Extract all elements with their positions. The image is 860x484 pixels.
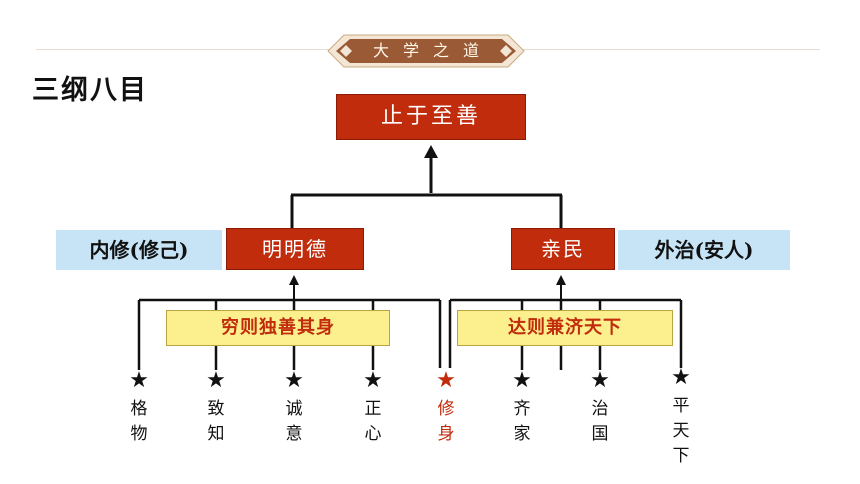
item-label: 修身 [437, 399, 455, 444]
right-band: 达则兼济天下 [457, 310, 673, 346]
item-label: 平天下 [672, 396, 690, 466]
item-1: ★ 致知 [201, 370, 231, 447]
badge-text: 大学之道 [372, 41, 493, 60]
item-6: ★ 治国 [585, 370, 615, 447]
header-badge: 大学之道 [326, 33, 526, 69]
item-label: 致知 [207, 399, 225, 444]
mid-right-box: 亲民 [511, 228, 615, 270]
star-icon: ★ [436, 368, 456, 393]
star-icon: ★ [284, 368, 304, 393]
item-label: 诚意 [285, 399, 303, 444]
item-0: ★ 格物 [124, 370, 154, 447]
star-icon: ★ [129, 368, 149, 393]
right-side-label: 外治(安人) [618, 230, 790, 270]
item-7: ★ 平天下 [666, 367, 696, 469]
left-band: 穷则独善其身 [166, 310, 390, 346]
item-label: 齐家 [513, 399, 531, 444]
item-2: ★ 诚意 [279, 370, 309, 447]
item-4: ★ 修身 [431, 370, 461, 447]
star-icon: ★ [590, 368, 610, 393]
top-goal-box: 止于至善 [336, 94, 526, 140]
badge-shape [327, 34, 525, 68]
star-icon: ★ [671, 365, 691, 390]
item-label: 治国 [591, 399, 609, 444]
star-icon: ★ [512, 368, 532, 393]
item-5: ★ 齐家 [507, 370, 537, 447]
star-icon: ★ [363, 368, 383, 393]
item-label: 正心 [364, 399, 382, 444]
mid-left-box: 明明德 [226, 228, 364, 270]
left-side-label: 内修(修己) [56, 230, 222, 270]
item-label: 格物 [130, 399, 148, 444]
star-icon: ★ [206, 368, 226, 393]
page-title: 三纲八目 [32, 75, 148, 106]
item-3: ★ 正心 [358, 370, 388, 447]
